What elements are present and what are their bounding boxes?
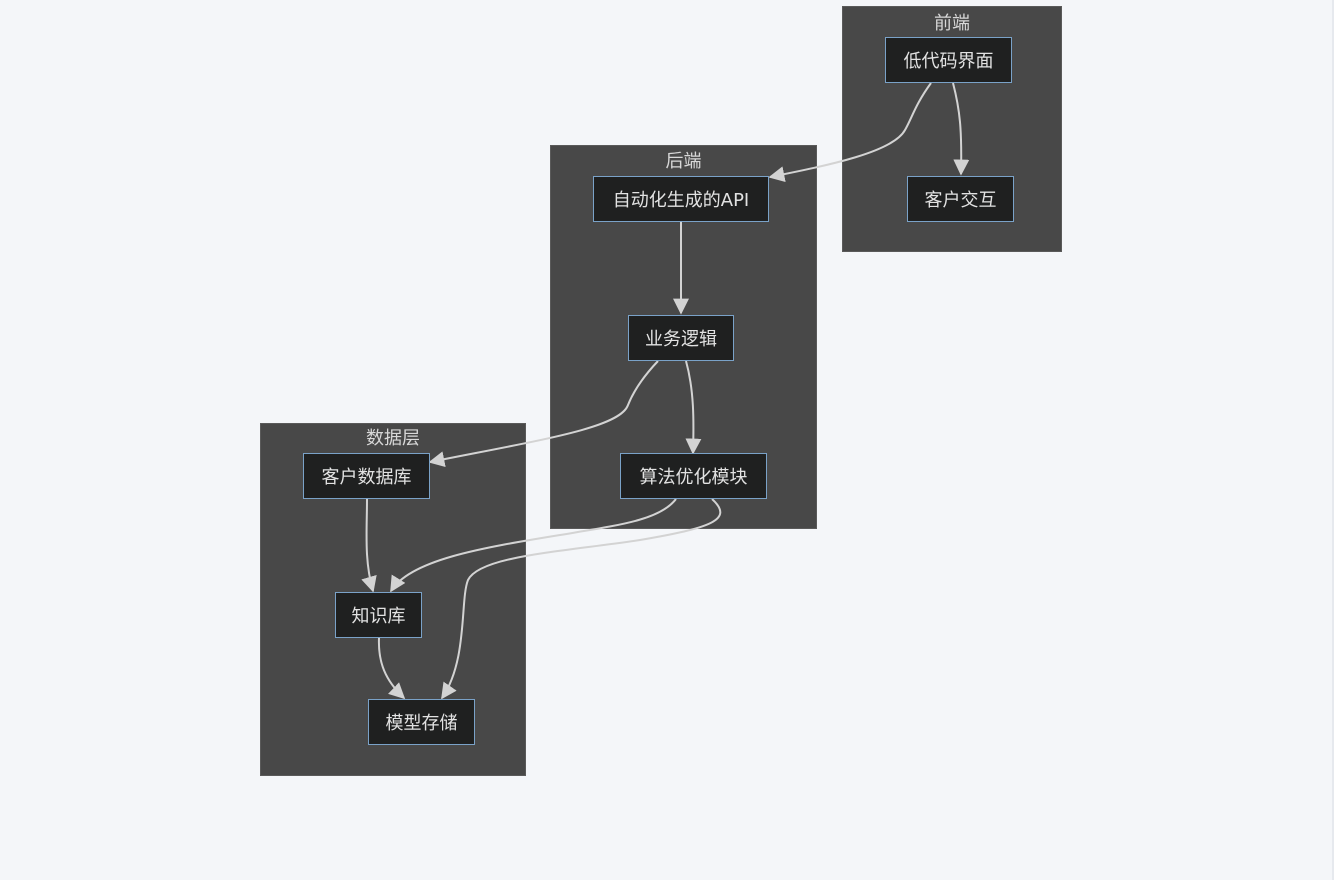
node-lowcode-ui[interactable]: 低代码界面 [885, 37, 1012, 83]
node-customer-interaction[interactable]: 客户交互 [907, 176, 1014, 222]
node-algorithm-module[interactable]: 算法优化模块 [620, 453, 767, 499]
node-knowledge-base[interactable]: 知识库 [335, 592, 422, 638]
node-model-storage[interactable]: 模型存储 [368, 699, 475, 745]
cluster-title-frontend: 前端 [934, 13, 970, 34]
node-auto-api[interactable]: 自动化生成的API [593, 176, 769, 222]
cluster-title-backend: 后端 [665, 151, 702, 172]
node-business-logic[interactable]: 业务逻辑 [628, 315, 734, 361]
cluster-title-data-layer: 数据层 [366, 428, 420, 449]
node-customer-db[interactable]: 客户数据库 [303, 453, 430, 499]
scroll-edge [1332, 0, 1334, 880]
